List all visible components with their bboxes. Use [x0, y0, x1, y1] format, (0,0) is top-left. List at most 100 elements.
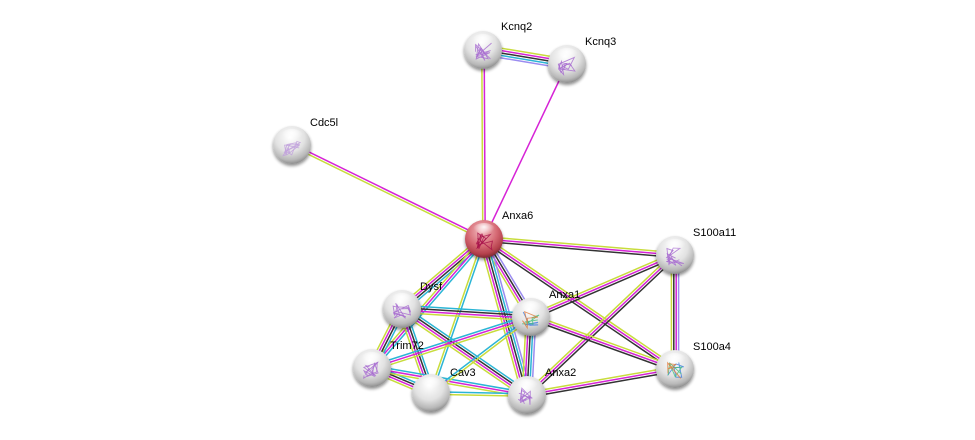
edge-line-coexpression — [529, 318, 675, 372]
node-highlight — [519, 301, 543, 317]
edge-anxa6-s100a4[interactable] — [482, 236, 677, 372]
edge-kcnq3-anxa6[interactable] — [483, 63, 568, 240]
edge-line-textmining — [291, 145, 484, 241]
node-anxa2[interactable]: Anxa2 — [508, 367, 576, 414]
protein-structure-icon — [363, 361, 378, 380]
edge-s100a11-s100a4[interactable] — [670, 255, 680, 369]
node-label: Anxa2 — [545, 367, 576, 379]
node-label: Dysf — [420, 281, 443, 293]
edge-line-homology — [487, 237, 533, 394]
edge-line-coexpression — [483, 240, 675, 259]
edge-cav3-anxa1[interactable] — [429, 315, 533, 395]
node-highlight — [663, 239, 687, 255]
edge-line-textmining — [526, 365, 675, 394]
edge-anxa6-trim72[interactable] — [369, 236, 487, 371]
edge-line-experiments — [401, 309, 531, 319]
edge-line-databases — [371, 314, 531, 367]
edge-line-textmining — [484, 235, 676, 254]
edge-s100a4-anxa1[interactable] — [529, 314, 677, 372]
nodes-layer: Kcnq2Kcnq3Cdc5lAnxa6S100a11DysfAnxa1Trim… — [273, 21, 736, 414]
node-highlight — [555, 48, 579, 64]
edge-line-textmining — [431, 317, 533, 395]
edge-s100a11-anxa1[interactable] — [529, 252, 677, 320]
edge-line-experiments — [480, 239, 526, 396]
edge-line-experiments — [371, 316, 532, 369]
edge-line-experiments — [526, 254, 676, 396]
edge-line-databases — [429, 315, 531, 393]
node-anxa6[interactable]: Anxa6 — [465, 210, 533, 258]
edge-line-databases — [372, 364, 528, 394]
edge-line-textmining — [481, 50, 484, 240]
node-s100a11[interactable]: S100a11 — [656, 227, 736, 274]
edges-layer — [291, 44, 680, 399]
protein-structure-icon — [557, 62, 568, 74]
edge-line-experiments — [371, 367, 528, 396]
node-cav3[interactable]: Cav3 — [412, 367, 476, 412]
node-label: Cav3 — [450, 367, 476, 379]
node-label: Anxa1 — [549, 289, 580, 301]
edge-line-coexpression — [402, 307, 532, 317]
node-label: Kcnq2 — [501, 21, 532, 33]
node-highlight — [472, 223, 496, 239]
edge-line-coexpression — [531, 256, 677, 320]
edge-line-experiments — [483, 49, 486, 239]
edge-line-coexpression — [482, 240, 675, 372]
edge-line-textmining — [372, 318, 532, 371]
edge-line-databases — [403, 305, 530, 393]
edge-line-experiments — [292, 143, 485, 239]
node-trim72[interactable]: Trim72 — [353, 340, 424, 387]
edge-line-textmining — [369, 236, 483, 367]
edge-line-experiments — [483, 238, 676, 370]
protein-structure-icon — [666, 252, 680, 266]
node-label: Cdc5l — [310, 117, 338, 129]
edge-cdc5l-anxa6[interactable] — [291, 143, 485, 241]
edge-line-coexpression — [527, 370, 676, 399]
node-highlight — [419, 377, 443, 393]
node-highlight — [515, 379, 539, 395]
node-label: Trim72 — [390, 340, 424, 352]
protein-structure-icon — [517, 390, 531, 405]
edge-line-coexpression — [528, 256, 678, 398]
edge-line-experiments — [530, 316, 676, 370]
edge-line-experiments — [526, 368, 676, 396]
edge-line-experiments — [483, 63, 568, 240]
node-s100a4[interactable]: S100a4 — [656, 341, 731, 388]
edge-line-coexpression — [402, 307, 529, 395]
node-label: Anxa6 — [502, 210, 533, 222]
edge-line-textmining — [401, 311, 531, 322]
node-kcnq2[interactable]: Kcnq2 — [464, 21, 532, 69]
edge-line-textmining — [531, 314, 677, 368]
edge-line-experiments — [400, 309, 527, 397]
edge-line-databases — [373, 240, 487, 371]
edge-line-textmining — [399, 311, 526, 399]
node-cdc5l[interactable]: Cdc5l — [273, 117, 338, 164]
node-highlight — [360, 352, 384, 368]
node-highlight — [471, 34, 495, 50]
edge-line-textmining — [524, 252, 674, 394]
protein-structure-icon — [477, 237, 494, 251]
node-label: S100a11 — [693, 227, 736, 239]
node-dysf[interactable]: Dysf — [383, 281, 443, 328]
edge-dysf-anxa1[interactable] — [401, 304, 532, 322]
edge-line-experiments — [483, 238, 676, 256]
node-kcnq3[interactable]: Kcnq3 — [548, 36, 616, 83]
edge-line-textmining — [529, 252, 675, 316]
node-highlight — [390, 293, 414, 309]
protein-structure-icon — [282, 142, 300, 157]
edge-s100a4-anxa2[interactable] — [526, 365, 676, 399]
edge-dysf-anxa2[interactable] — [399, 305, 530, 399]
protein-structure-icon — [362, 361, 380, 378]
edge-line-textmining — [484, 236, 677, 368]
edge-line-databases — [402, 304, 532, 315]
edge-kcnq2-anxa6[interactable] — [481, 49, 486, 240]
edge-s100a11-anxa2[interactable] — [524, 252, 678, 398]
edge-anxa6-s100a11[interactable] — [483, 235, 676, 259]
node-anxa1[interactable]: Anxa1 — [512, 289, 580, 336]
node-highlight — [280, 129, 304, 145]
node-label: Kcnq3 — [585, 36, 616, 48]
edge-line-experiments — [371, 238, 485, 369]
protein-structure-icon — [475, 42, 492, 56]
edge-trim72-anxa1[interactable] — [371, 314, 532, 371]
node-highlight — [663, 353, 687, 369]
